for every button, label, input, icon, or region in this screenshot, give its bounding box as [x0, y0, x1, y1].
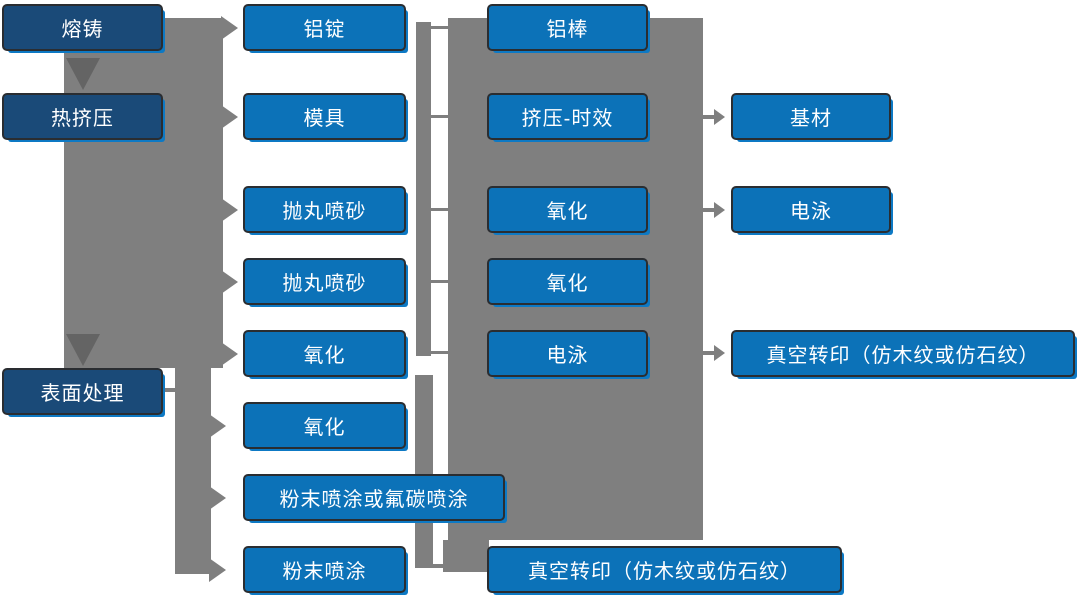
node-label: 抛丸喷砂: [282, 273, 367, 295]
mid-strip-lower: [415, 375, 433, 568]
node-label: 氧化: [546, 273, 589, 295]
arrow-down-to-hot-extrusion: [66, 58, 100, 90]
node-label: 粉末喷涂或氟碳喷涂: [279, 489, 469, 511]
stub-to-electrophoresis: [702, 208, 715, 212]
right-bus-bottom-extension: [443, 540, 489, 572]
surface-treatment-link-line: [161, 388, 177, 392]
node-aluminum-rod: 铝棒: [487, 4, 648, 51]
node-label: 铝棒: [546, 19, 589, 41]
node-vacuum-transfer-right: 真空转印（仿木纹或仿石纹）: [731, 330, 1075, 377]
node-label: 真空转印（仿木纹或仿石纹）: [528, 561, 801, 583]
node-label: 电泳: [790, 201, 832, 223]
node-aluminum-ingot: 铝锭: [243, 4, 406, 51]
node-oxidation-3: 氧化: [487, 186, 648, 233]
node-label: 挤压-时效: [521, 108, 614, 130]
mid-tick-row2: [430, 115, 448, 118]
node-label: 熔铸: [61, 19, 104, 41]
node-shot-blasting-2: 抛丸喷砂: [243, 258, 406, 305]
node-label: 氧化: [303, 417, 346, 439]
node-oxidation-2: 氧化: [243, 402, 406, 449]
left-bus-narrow-band: [175, 368, 211, 574]
node-label: 模具: [303, 108, 346, 130]
node-extrusion-aging: 挤压-时效: [487, 93, 648, 140]
stub-to-vacuum-transfer: [702, 351, 715, 355]
stub-to-base-material: [702, 115, 715, 119]
arrow-to-base-material: [714, 109, 725, 125]
node-shot-blasting-1: 抛丸喷砂: [243, 186, 406, 233]
node-melting-casting: 熔铸: [2, 4, 163, 51]
node-electrophoresis-2: 电泳: [731, 186, 891, 233]
mid-tick-row1: [430, 26, 448, 29]
node-base-material: 基材: [731, 93, 891, 140]
node-label: 表面处理: [40, 383, 125, 405]
arrow-to-powder-coating: [209, 558, 226, 582]
mid-strip-upper: [416, 22, 431, 356]
node-label: 电泳: [546, 345, 589, 367]
arrow-to-oxidation-2: [209, 414, 226, 438]
arrow-to-vacuum-transfer: [714, 345, 725, 361]
arrow-to-electrophoresis: [714, 202, 725, 218]
node-powder-or-fluorocarbon-coating: 粉末喷涂或氟碳喷涂: [243, 474, 505, 521]
node-powder-coating: 粉末喷涂: [243, 546, 406, 593]
node-label: 氧化: [546, 201, 589, 223]
node-mold: 模具: [243, 93, 406, 140]
arrow-to-powder-fluorocarbon: [209, 486, 226, 510]
arrow-down-to-surface-treatment: [66, 334, 100, 366]
node-oxidation-4: 氧化: [487, 258, 648, 305]
arrow-to-shot-blasting-2: [221, 270, 238, 294]
node-label: 抛丸喷砂: [282, 201, 367, 223]
node-vacuum-transfer-bottom: 真空转印（仿木纹或仿石纹）: [487, 546, 842, 593]
node-label: 基材: [790, 108, 832, 130]
node-oxidation-1: 氧化: [243, 330, 406, 377]
node-label: 粉末喷涂: [282, 561, 367, 583]
node-label: 铝锭: [303, 19, 346, 41]
arrow-to-shot-blasting-1: [221, 198, 238, 222]
mid-strip-lower-foot: [432, 564, 446, 568]
node-electrophoresis-1: 电泳: [487, 330, 648, 377]
arrow-to-aluminum-ingot: [221, 16, 238, 40]
node-hot-extrusion: 热挤压: [2, 93, 163, 140]
node-label: 真空转印（仿木纹或仿石纹）: [766, 345, 1040, 367]
node-surface-treatment: 表面处理: [2, 368, 163, 415]
arrow-to-mold: [221, 105, 238, 129]
node-label: 热挤压: [51, 108, 114, 130]
mid-tick-row4: [430, 280, 448, 283]
node-label: 氧化: [303, 345, 346, 367]
arrow-to-oxidation-1: [221, 342, 238, 366]
mid-tick-row5: [430, 351, 448, 354]
mid-tick-row3: [430, 208, 448, 211]
